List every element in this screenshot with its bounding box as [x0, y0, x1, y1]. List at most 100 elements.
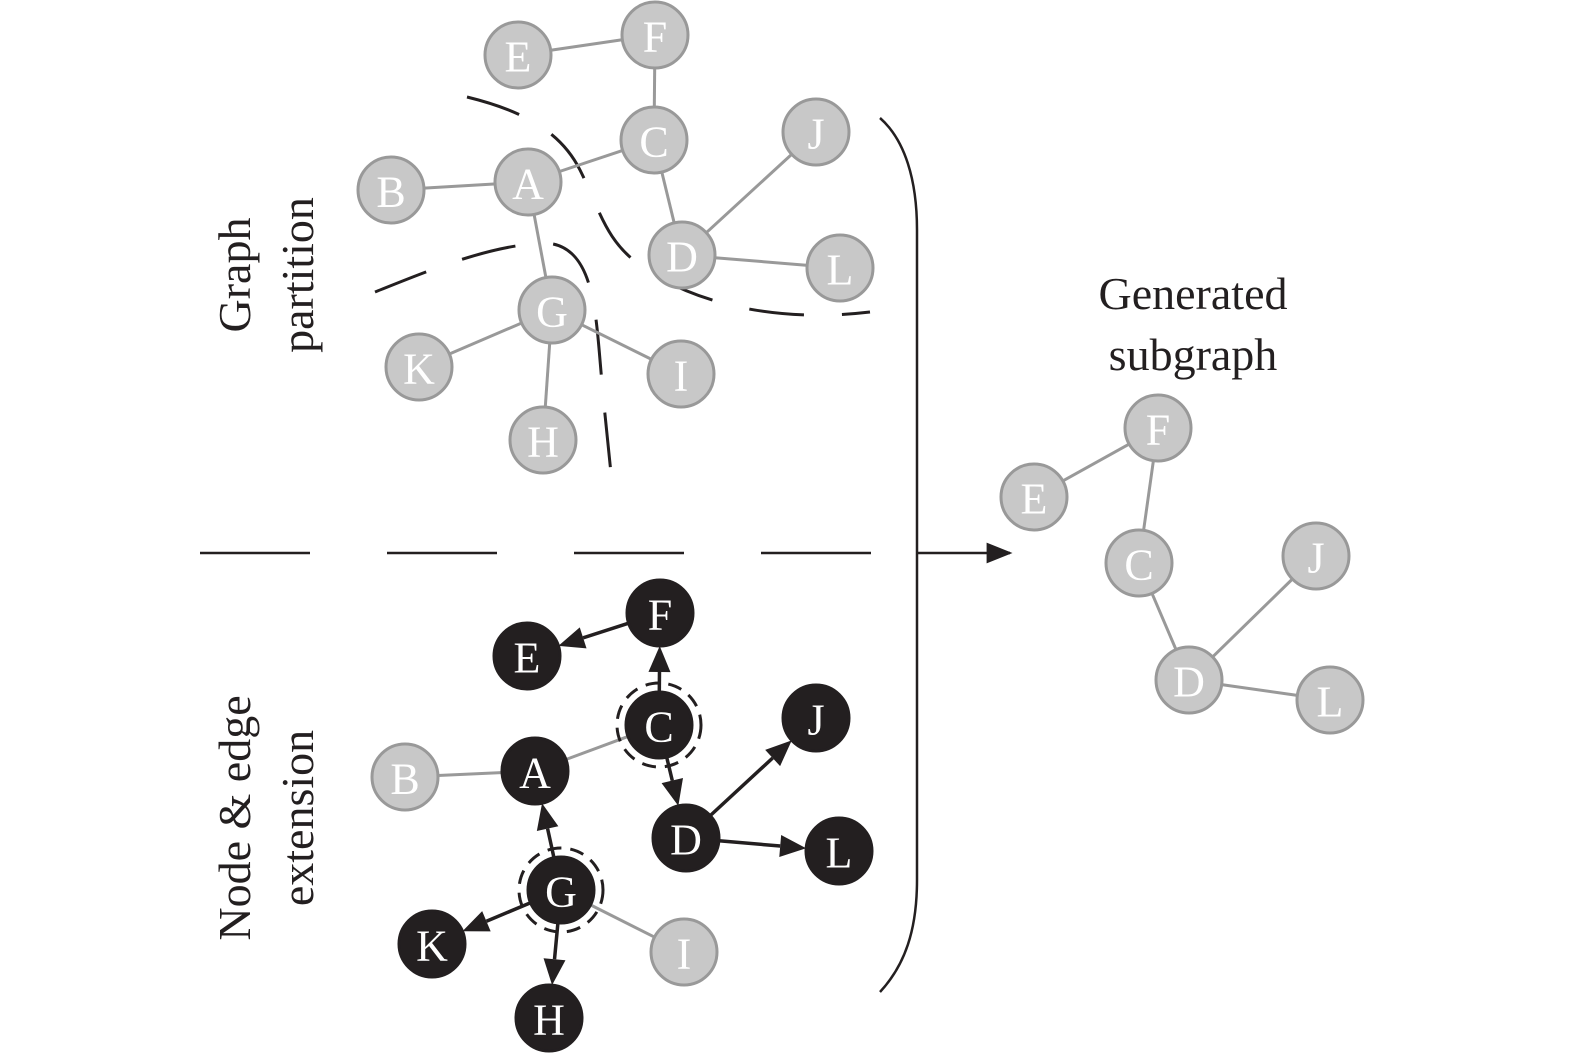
arrowhead-G-K: [462, 911, 491, 932]
extension-node-L: L: [804, 816, 874, 886]
generated-node-D: D: [1154, 645, 1224, 715]
node-label: L: [1317, 678, 1344, 727]
node-label: C: [639, 118, 668, 167]
node-label: E: [1021, 475, 1048, 524]
edge-G-K: [485, 901, 532, 923]
node-circle: [646, 339, 716, 409]
generated-graph: F E C J D L: [999, 393, 1365, 735]
node-label: A: [519, 749, 551, 798]
extension-node-E: E: [492, 621, 562, 691]
extension-node-I: I: [649, 917, 719, 987]
node-label: E: [505, 33, 532, 82]
partition-label-line2: partition: [272, 197, 323, 353]
partition-node-C: C: [619, 105, 689, 175]
edge-D-L: [714, 256, 807, 267]
edge-G-H: [552, 922, 560, 960]
node-label: E: [514, 634, 541, 683]
cut-line-1: [466, 95, 871, 317]
seed-ring: [517, 846, 605, 934]
edge-D-L: [718, 839, 781, 848]
bracket: [879, 117, 919, 993]
node-circle: [1123, 393, 1193, 463]
arrowhead-D-J: [765, 740, 792, 767]
node-circle: [781, 97, 851, 167]
arrowhead-C-D: [661, 778, 683, 806]
node-circle: [1281, 521, 1351, 591]
edge-D-J: [705, 153, 792, 234]
node-label: I: [677, 930, 692, 979]
node-circle: [781, 683, 851, 753]
generated-node-F: F: [1123, 393, 1193, 463]
node-circle: [649, 917, 719, 987]
edge-G-I: [580, 323, 652, 361]
node-label: G: [545, 868, 577, 917]
node-label: K: [416, 922, 448, 971]
arrowhead-F-E: [558, 627, 587, 649]
node-circle: [500, 736, 570, 806]
node-circle: [517, 275, 587, 345]
generated-node-L: L: [1295, 665, 1365, 735]
node-circle: [620, 0, 690, 70]
extension-node-J: J: [781, 683, 851, 753]
edge-F-C: [1142, 460, 1155, 530]
node-label: A: [512, 160, 544, 209]
edge-E-F: [1062, 443, 1130, 483]
node-label: I: [674, 352, 689, 401]
node-label: B: [376, 168, 405, 217]
node-circle: [493, 147, 563, 217]
node-circle: [508, 405, 578, 475]
extension-node-A: A: [500, 736, 570, 806]
node-circle: [397, 909, 467, 979]
node-label: C: [1124, 541, 1153, 590]
node-circle: [1154, 645, 1224, 715]
partition-node-K: K: [384, 332, 454, 402]
node-circle: [483, 20, 553, 90]
node-circle: [805, 233, 875, 303]
extension-node-G: G: [517, 846, 605, 934]
extension-node-F: F: [625, 578, 695, 648]
node-circle: [647, 220, 717, 290]
node-circle: [624, 690, 694, 760]
edge-A-C: [565, 735, 628, 761]
edge-C-A: [559, 149, 624, 173]
partition-node-A: A: [493, 147, 563, 217]
node-circle: [492, 621, 562, 691]
node-circle: [625, 578, 695, 648]
edge-B-A: [423, 182, 495, 190]
edge-D-J: [1211, 578, 1293, 659]
partition-node-F: F: [620, 0, 690, 70]
extension-label-line2: extension: [272, 730, 323, 906]
extension-label-line1: Node & edge: [209, 695, 260, 940]
edge-B-A: [437, 771, 502, 777]
partition-node-E: E: [483, 20, 553, 90]
node-circle: [370, 742, 440, 812]
node-label: H: [527, 418, 559, 467]
cut-line-2: [374, 241, 615, 496]
partition-node-L: L: [805, 233, 875, 303]
partition-label-line1: Graph: [209, 218, 260, 333]
partition-node-G: G: [517, 275, 587, 345]
partition-cut-lines: [374, 95, 871, 496]
edge-D-J: [709, 756, 774, 817]
node-label: C: [644, 703, 673, 752]
node-circle: [384, 332, 454, 402]
partition-graph: E F C J B A D L G K I H: [356, 0, 875, 475]
edge-E-F: [550, 38, 622, 52]
generated-node-E: E: [999, 462, 1069, 532]
node-label: D: [666, 233, 698, 282]
node-label: F: [643, 13, 667, 62]
extension-node-H: H: [514, 983, 584, 1053]
node-label: J: [1307, 534, 1324, 583]
node-circle: [651, 803, 721, 873]
node-circle: [514, 983, 584, 1053]
edge-A-G: [532, 214, 548, 277]
node-label: K: [403, 345, 435, 394]
extension-node-C: C: [615, 681, 703, 769]
generated-label-line1: Generated: [1099, 268, 1288, 319]
arrowhead-G-H: [543, 958, 566, 986]
edge-D-L: [1221, 683, 1297, 697]
node-circle: [1295, 665, 1365, 735]
generated-node-C: C: [1104, 528, 1174, 598]
node-label: J: [807, 110, 824, 159]
edge-C-D: [664, 756, 674, 782]
